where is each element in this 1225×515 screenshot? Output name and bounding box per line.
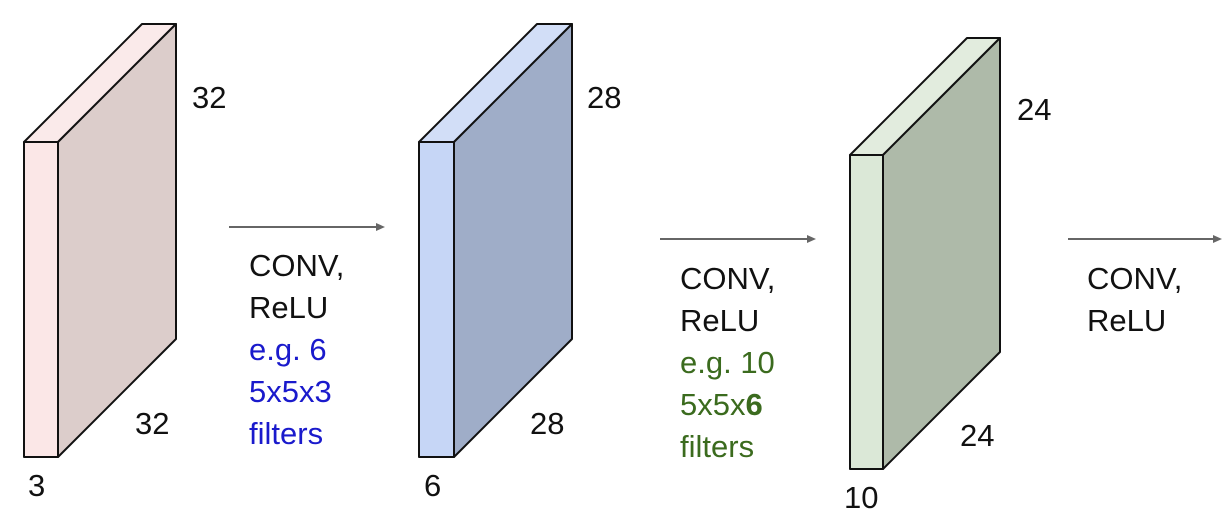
volume-conv1-height-label: 28	[587, 80, 622, 115]
operation-2-filter-size-text: 5x5x	[680, 387, 746, 422]
arrow-1-head	[376, 223, 385, 231]
volume-conv2	[849, 37, 1001, 470]
volume-input-front-face	[23, 141, 59, 458]
volume-input-width-label: 32	[135, 406, 170, 441]
operation-1-conv-label: CONV,	[249, 248, 345, 283]
volume-conv1	[418, 23, 573, 458]
operation-2-conv-label: CONV,	[680, 261, 776, 296]
volume-input	[23, 23, 177, 458]
volume-conv2-side-face	[882, 37, 1001, 470]
operation-2-filter-size-bold: 6	[745, 387, 763, 422]
volume-input-depth-label: 3	[28, 468, 46, 503]
volume-conv2-height-label: 24	[1017, 92, 1052, 127]
arrow-2	[660, 235, 816, 243]
volume-conv1-front-face	[418, 141, 455, 458]
arrow-1	[229, 223, 385, 231]
operation-2-relu-label: ReLU	[680, 303, 760, 338]
operation-1-relu-label: ReLU	[249, 290, 329, 325]
volume-conv2-depth-label: 10	[844, 480, 879, 515]
operation-1-text: CONV, ReLU e.g. 6 5x5x3 filters	[249, 245, 344, 455]
operation-1-filters-word: filters	[249, 416, 324, 451]
operation-2-filters-word: filters	[680, 429, 755, 464]
operation-2-text: CONV, ReLU e.g. 10 5x5x6 filters	[680, 258, 775, 468]
operation-1-filter-size: 5x5x3	[249, 371, 344, 413]
arrow-3-head	[1213, 235, 1222, 243]
volume-conv2-width-label: 24	[960, 418, 995, 453]
volume-conv1-depth-label: 6	[424, 468, 442, 503]
operation-2-filter-count: e.g. 10	[680, 345, 775, 380]
volume-conv2-front-face	[849, 154, 884, 470]
operation-3-conv-label: CONV,	[1087, 261, 1183, 296]
operation-2-filter-size: 5x5x6	[680, 384, 775, 426]
volume-input-height-label: 32	[192, 80, 227, 115]
operation-3-text: CONV, ReLU	[1087, 258, 1182, 342]
operation-1-filter-size-text: 5x5x3	[249, 374, 332, 409]
operation-1-filter-count: e.g. 6	[249, 332, 327, 367]
arrow-3	[1068, 235, 1222, 243]
arrow-2-head	[807, 235, 816, 243]
operation-3-relu-label: ReLU	[1087, 303, 1167, 338]
volume-conv1-width-label: 28	[530, 406, 565, 441]
